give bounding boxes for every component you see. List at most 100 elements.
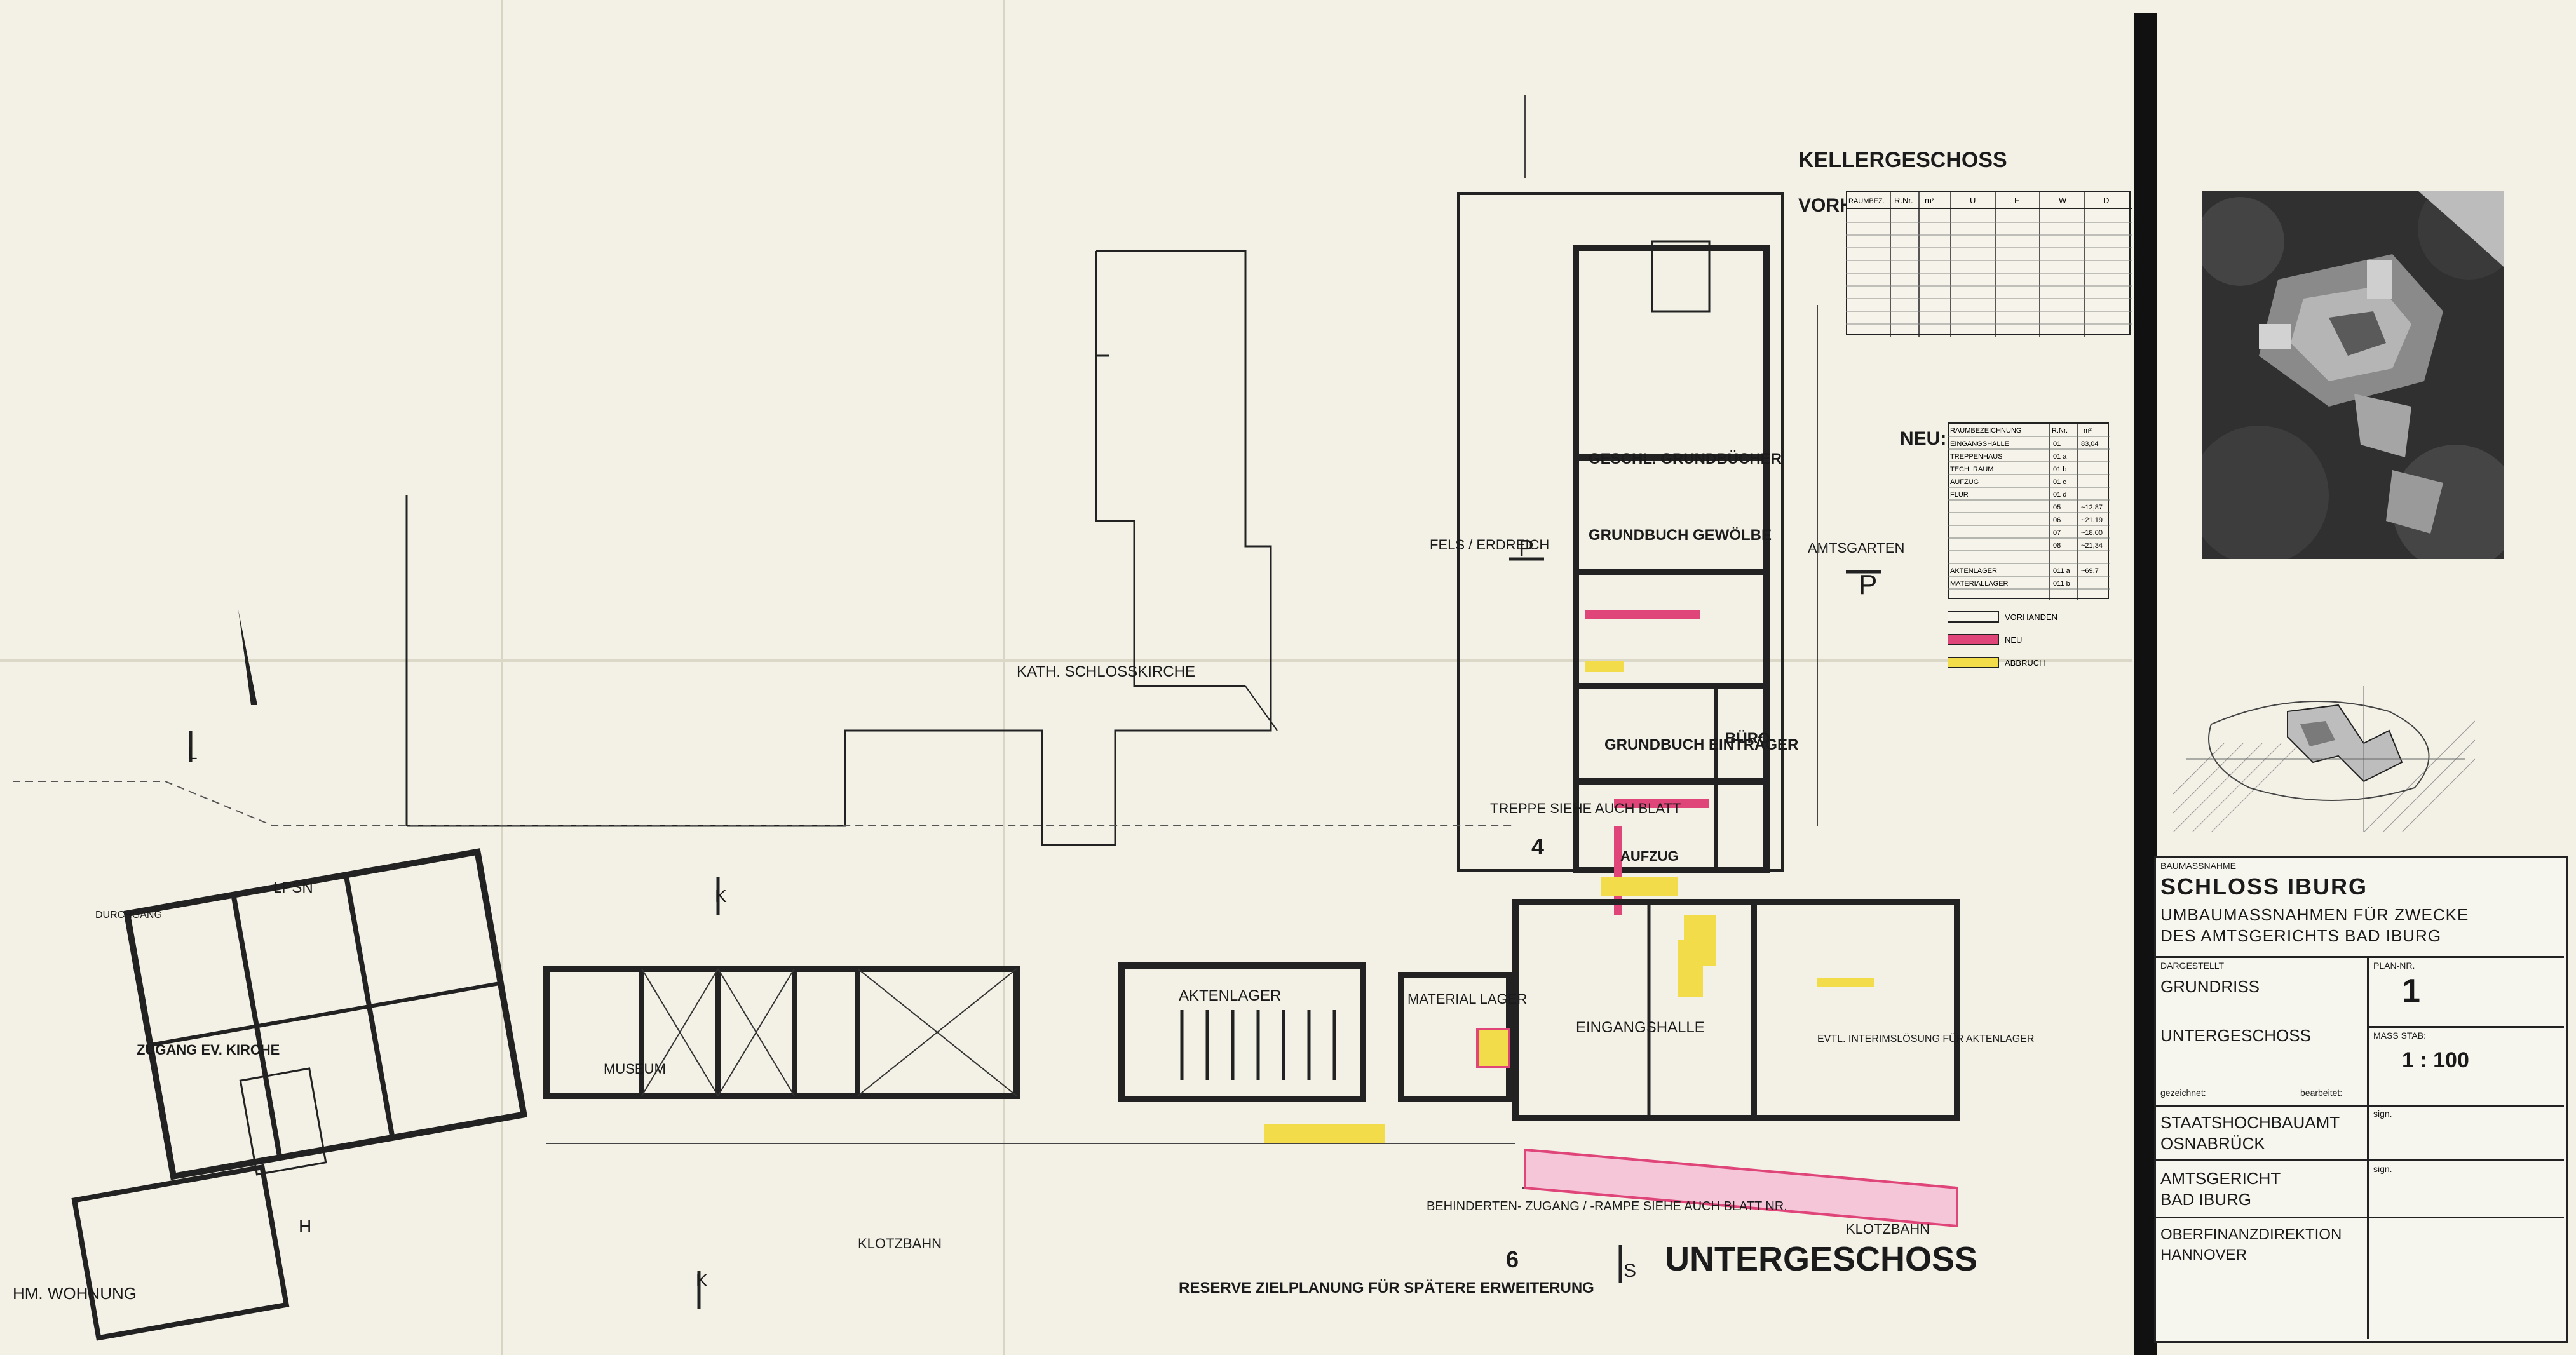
vorh-col-u: U bbox=[1970, 196, 1976, 205]
neu-wall-red bbox=[1614, 799, 1709, 808]
room-materiallager: MATERIAL LAGER bbox=[1407, 991, 1527, 1007]
neu-row-m2: ~21,34 bbox=[2081, 542, 2103, 549]
title-block bbox=[2154, 856, 2568, 1343]
neu-row-m2: ~21,19 bbox=[2081, 516, 2103, 524]
tb-baumassname-label: BAUMASSNAHME bbox=[2160, 861, 2237, 871]
north-wing-inner bbox=[1573, 245, 1770, 873]
abbruch-yellow bbox=[1678, 940, 1703, 997]
rampe-note: BEHINDERTEN- ZUGANG / -RAMPE SIEHE AUCH … bbox=[1427, 1199, 1787, 1213]
tb-sign-1: sign. bbox=[2373, 1109, 2392, 1119]
legend-vorhanden: VORHANDEN bbox=[2005, 612, 2057, 622]
room-wohnung: HM. WOHNUNG bbox=[13, 1284, 137, 1303]
tb-hdivider bbox=[2367, 1026, 2564, 1028]
section-mark-k-top: K bbox=[715, 886, 727, 906]
aerial-photo bbox=[2202, 191, 2504, 559]
section-mark-h: H bbox=[299, 1217, 311, 1236]
room-aktenlager: AKTENLAGER bbox=[1179, 987, 1281, 1004]
room-zugang: ZUGANG EV. KIRCHE bbox=[137, 1042, 280, 1058]
neu-row-nr: 08 bbox=[2053, 542, 2061, 549]
main-building bbox=[1512, 899, 1960, 1121]
klotzbahn-right: KLOTZBAHN bbox=[1846, 1221, 1930, 1237]
rampe-blatt: 6 bbox=[1506, 1246, 1519, 1272]
section-mark-s: S bbox=[1624, 1260, 1636, 1281]
neu-row-nr: 01 bbox=[2053, 440, 2061, 448]
room-notlager: EVTL. INTERIMSLÖSUNG FÜR AKTENLAGER bbox=[1817, 1033, 2034, 1044]
church-outline bbox=[407, 250, 1272, 846]
neu-row-name: EINGANGSHALLE bbox=[1950, 440, 2009, 448]
vorh-col-w: W bbox=[2059, 196, 2067, 205]
terrain-line bbox=[13, 781, 1512, 826]
neu-col-m2: m² bbox=[2084, 427, 2092, 435]
neu-row-nr: 01 c bbox=[2053, 478, 2066, 486]
treppe-blatt: 4 bbox=[1531, 833, 1544, 860]
abbruch-yellow bbox=[1817, 978, 1874, 987]
abbruch-yellow bbox=[1585, 661, 1624, 672]
vorh-col-d: D bbox=[2103, 196, 2109, 205]
tb-project: SCHLOSS IBURG bbox=[2160, 873, 2368, 900]
aerial-photo-graphic bbox=[2202, 191, 2504, 559]
neu-row-name: AKTENLAGER bbox=[1950, 567, 1997, 575]
main-title: UNTERGESCHOSS bbox=[1665, 1240, 1977, 1278]
neu-row-nr: 01 b bbox=[2053, 466, 2066, 473]
tb-plan-nr-label: PLAN-NR. bbox=[2373, 961, 2415, 971]
tb-dargestellt: GRUNDRISS bbox=[2160, 977, 2260, 996]
treppe-note: TREPPE SIEHE AUCH BLATT bbox=[1490, 800, 1681, 816]
divider-bar bbox=[2134, 13, 2157, 1355]
legend-neu: NEU bbox=[2005, 635, 2022, 645]
legend-abbruch: ABBRUCH bbox=[2005, 658, 2045, 668]
section-arrow bbox=[238, 610, 257, 705]
tb-divider bbox=[2154, 956, 2564, 958]
neu-col-raum: RAUMBEZEICHNUNG bbox=[1950, 427, 2021, 435]
room-eintrager: GRUNDBUCH EINTRÄGER bbox=[1604, 736, 1798, 753]
floor-plan: KELLERGESCHOSS VORH. NEU: KATH. SCHLOSSK… bbox=[0, 0, 2132, 1355]
neu-col-rnr: R.Nr. bbox=[2052, 427, 2068, 435]
shelving bbox=[1180, 1010, 1336, 1080]
room-gewolbe: GRUNDBUCH GEWÖLBE bbox=[1589, 527, 1772, 544]
section-mark-p-left: P bbox=[1519, 535, 1534, 561]
vault-dividers bbox=[639, 969, 860, 1096]
west-wing bbox=[71, 848, 528, 1341]
neu-row-name: TECH. RAUM bbox=[1950, 466, 1993, 473]
tb-bearbeitet-label: bearbeitet: bbox=[2300, 1088, 2343, 1098]
ramp bbox=[1524, 1148, 1958, 1228]
neu-row-name: AUFZUG bbox=[1950, 478, 1979, 486]
neu-label: NEU: bbox=[1900, 428, 1946, 449]
neu-row-nr: 01 d bbox=[2053, 491, 2066, 499]
fels-label: FELS / ERDREICH bbox=[1430, 537, 1549, 553]
klotzbahn-left: KLOTZBAHN bbox=[858, 1236, 942, 1251]
vorh-col-f: F bbox=[2014, 196, 2019, 205]
neu-row-nr: 011 b bbox=[2053, 580, 2070, 588]
durchgang-label: DURCHGANG bbox=[95, 910, 162, 920]
neu-row-name: FLUR bbox=[1950, 491, 1969, 499]
neu-row-name: MATERIALLAGER bbox=[1950, 580, 2009, 588]
vault-diagonals bbox=[641, 968, 1017, 1096]
neu-row-name: TREPPENHAUS bbox=[1950, 453, 2003, 461]
tb-dargestellt-label: DARGESTELLT bbox=[2160, 961, 2225, 971]
tb-geschoss: UNTERGESCHOSS bbox=[2160, 1026, 2311, 1045]
tb-plan-nr: 1 bbox=[2402, 973, 2420, 1009]
keller-title: KELLERGESCHOSS bbox=[1798, 148, 2007, 172]
room-lpsn: LPSN bbox=[273, 879, 313, 896]
tb-massstab-label: MASS STAB: bbox=[2373, 1030, 2426, 1041]
legend-swatch-vorhanden bbox=[1948, 611, 1999, 623]
section-mark-p-right: P bbox=[1859, 569, 1877, 600]
tb-sign-2: sign. bbox=[2373, 1164, 2392, 1174]
tb-vdivider bbox=[2367, 1105, 2369, 1339]
legend: VORHANDEN NEU ABBRUCH bbox=[1948, 611, 2057, 668]
neu-row-m2: ~69,7 bbox=[2081, 567, 2099, 575]
room-aufzug: AUFZUG bbox=[1620, 848, 1679, 864]
tb-office-1-city: OSNABRÜCK bbox=[2160, 1134, 2265, 1153]
tb-massstab: 1 : 100 bbox=[2402, 1048, 2469, 1072]
tb-office-3: OBERFINANZDIREKTION bbox=[2160, 1226, 2342, 1243]
tb-gezeichnet-label: gezeichnet: bbox=[2160, 1088, 2206, 1098]
neu-row-nr: 05 bbox=[2053, 504, 2061, 511]
abbruch-yellow bbox=[1601, 877, 1678, 896]
neu-row-m2: 83,04 bbox=[2081, 440, 2099, 448]
tb-divider bbox=[2154, 1159, 2564, 1161]
legend-swatch-abbruch bbox=[1948, 657, 1999, 668]
neu-row-m2: ~12,87 bbox=[2081, 504, 2103, 511]
room-grundbucher: GESCHL. GRUNDBÜCHER bbox=[1589, 450, 1782, 468]
site-plan bbox=[2173, 686, 2475, 832]
neu-row-nr: 011 a bbox=[2053, 567, 2071, 575]
tb-office-2-city: BAD IBURG bbox=[2160, 1190, 2252, 1209]
